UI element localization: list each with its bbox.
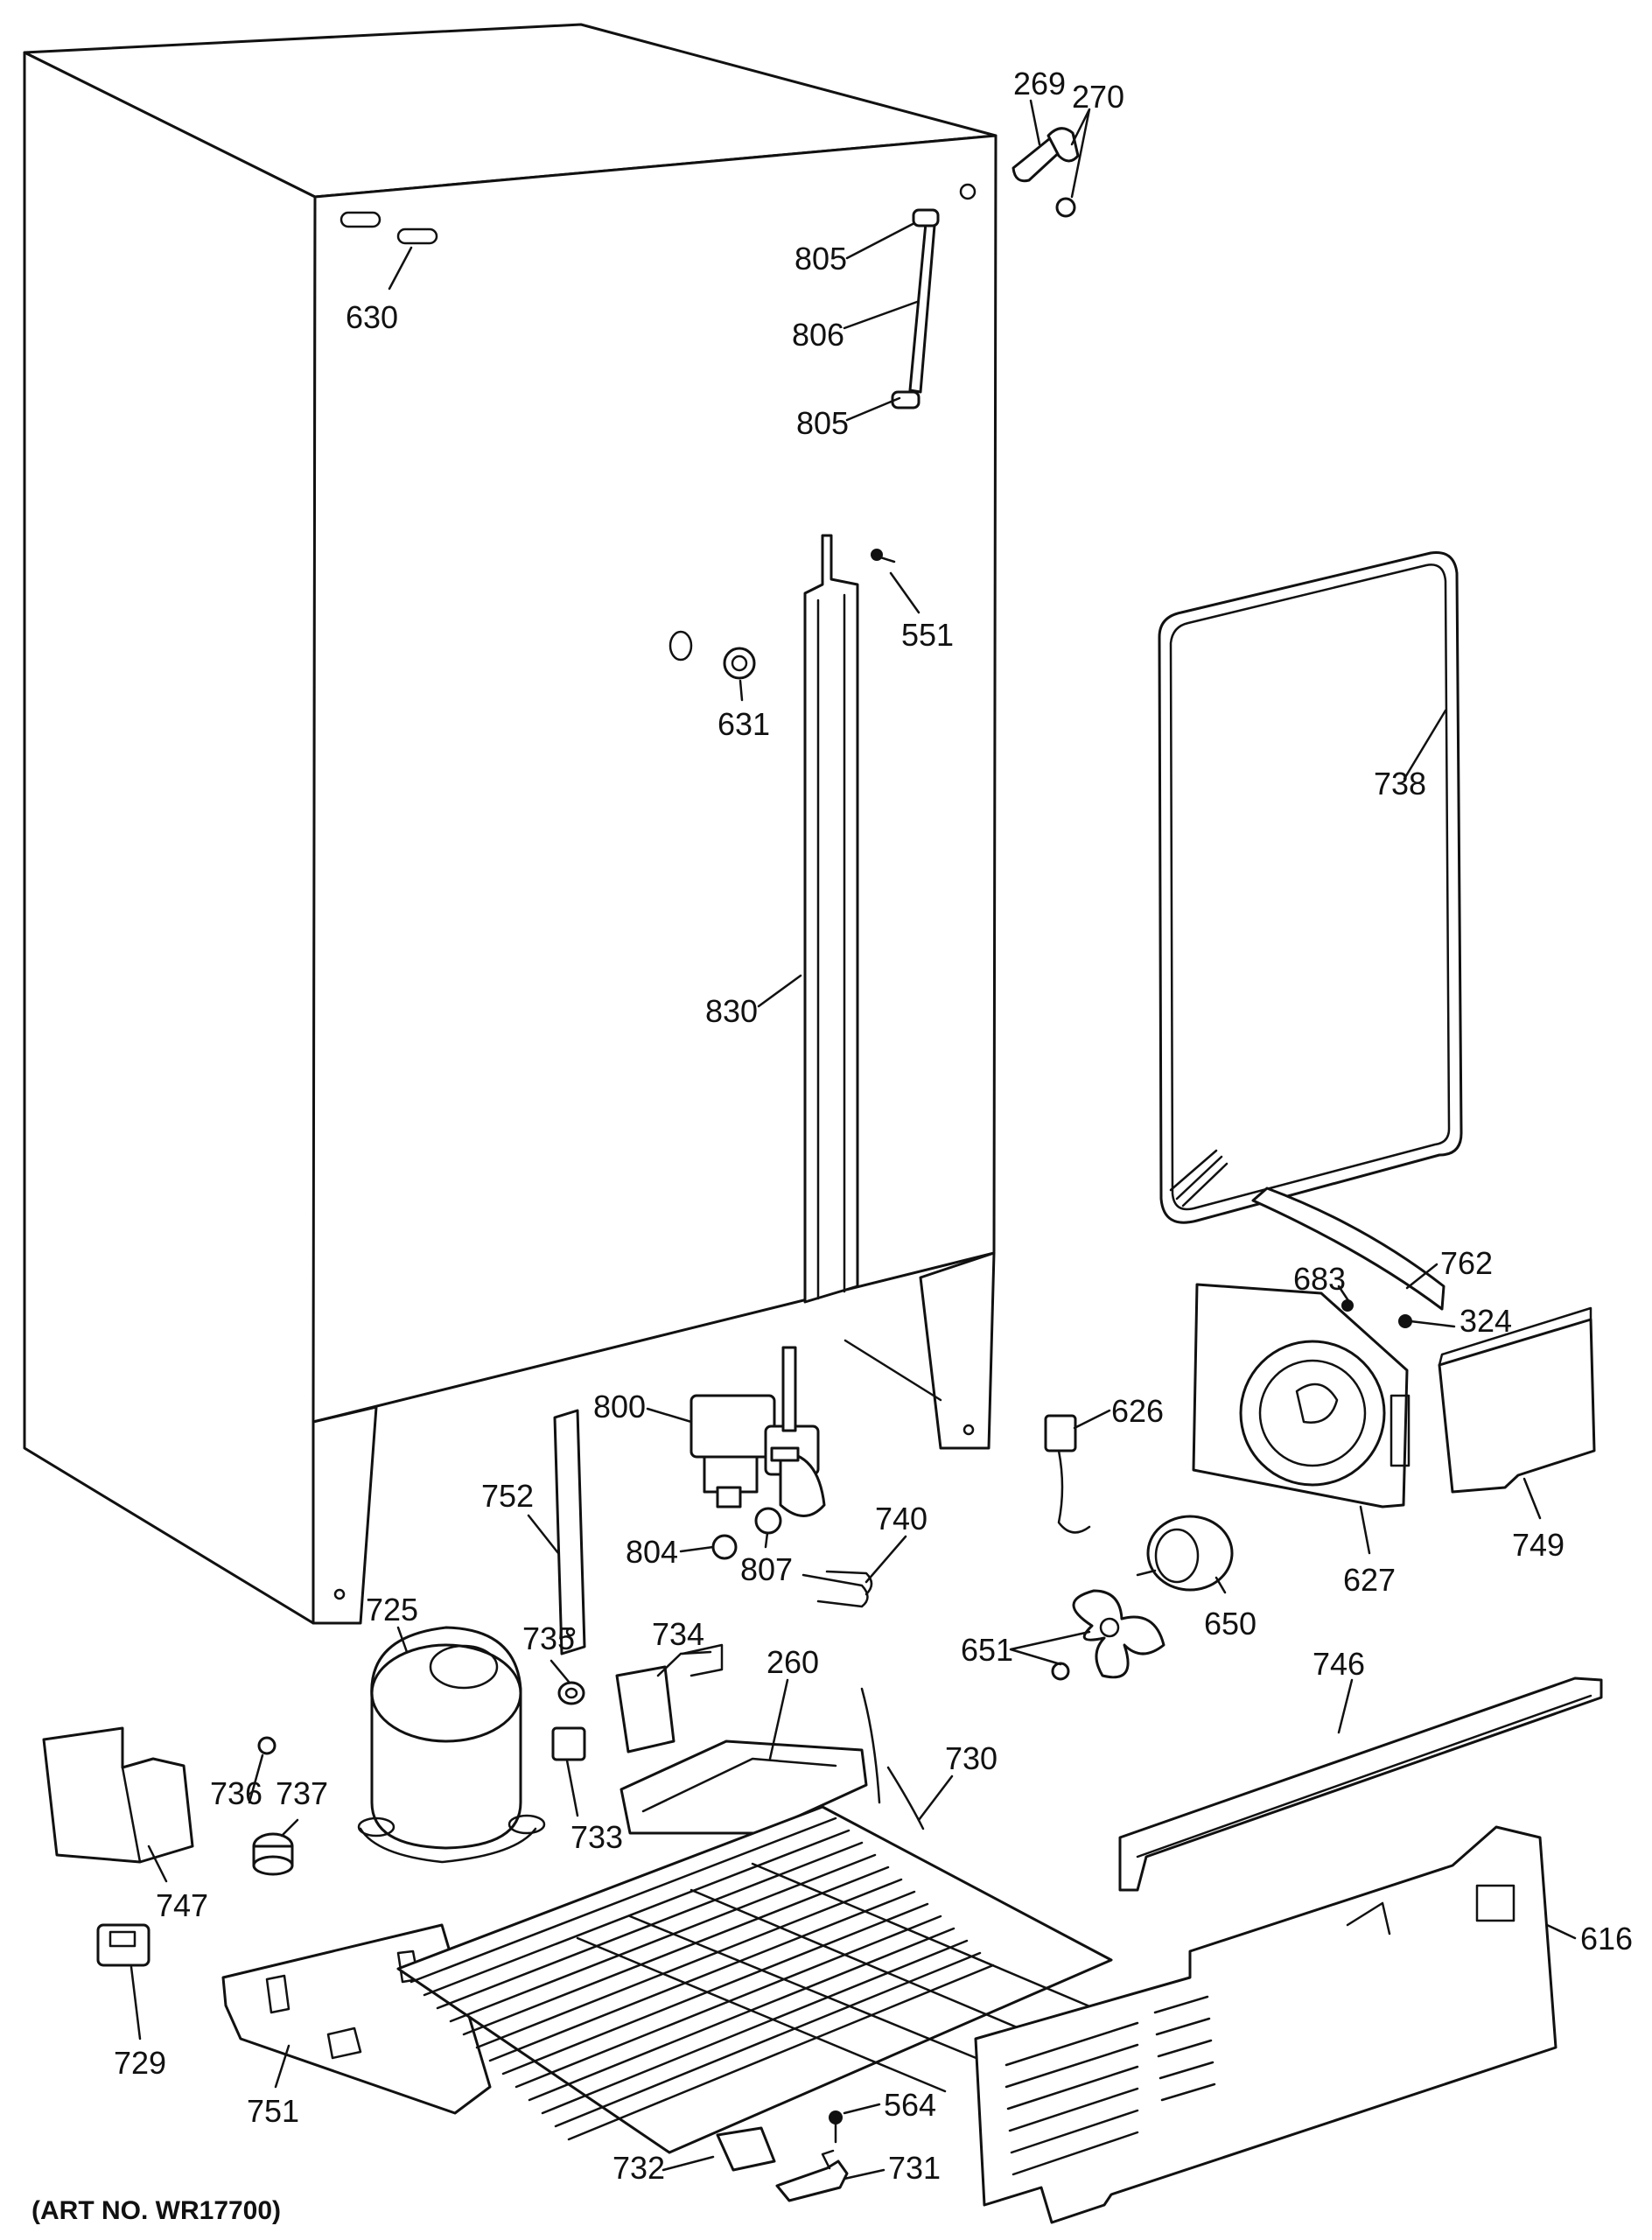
callout-752: 752 [481,1478,534,1514]
callout-683: 683 [1293,1261,1346,1297]
callout-749: 749 [1512,1527,1564,1563]
callout-630: 630 [346,299,398,335]
callout-830: 830 [705,993,758,1029]
callout-270: 270 [1072,79,1124,115]
callout-725: 725 [366,1592,418,1628]
callout-800: 800 [593,1389,646,1424]
grommet-737 [252,1832,294,1876]
tube-and-clamps [891,208,940,410]
callout-564: 564 [884,2087,936,2123]
callout-807: 807 [740,1551,793,1587]
callout-751: 751 [247,2093,299,2129]
power-cord-626 [1044,1414,1091,1534]
rail-746 [1118,1676,1603,1892]
callout-805-top: 805 [794,241,847,276]
cover-747 [42,1726,194,1864]
nut-807 [754,1507,782,1535]
fan-motor-650 [1136,1515,1234,1592]
callout-627: 627 [1343,1562,1396,1598]
hinge-assembly [1012,127,1080,218]
louvered-grille-616 [974,1825,1558,2224]
relay-733 [551,1726,586,1761]
callout-631: 631 [718,706,770,742]
foam-strip-762 [1251,1186,1446,1311]
drain-pan-260 [620,1740,868,1835]
callout-762: 762 [1440,1245,1493,1281]
nut-651 [1051,1662,1070,1681]
compressor-725 [357,1626,546,1864]
grommet-631 [723,647,756,680]
grommet-735 [557,1681,585,1705]
callout-leaders [130,99,1577,2180]
callout-732: 732 [612,2150,665,2186]
callout-805-bottom: 805 [796,405,849,441]
screw-551 [871,549,896,564]
clips-740 [802,1570,873,1608]
callout-324: 324 [1460,1303,1512,1339]
clip-736 [257,1736,276,1755]
callout-746: 746 [1312,1646,1365,1682]
pad-732 [716,2126,776,2172]
callout-551: 551 [901,617,954,653]
callout-650: 650 [1204,1606,1256,1642]
overload-729 [96,1923,150,1967]
fan-shroud-627 [1192,1283,1410,1508]
callout-733: 733 [570,1819,623,1855]
callout-737: 737 [276,1775,328,1811]
callout-804: 804 [626,1534,678,1570]
callout-616: 616 [1580,1921,1633,1956]
callout-735: 735 [522,1620,575,1656]
cover-plate-749 [1438,1306,1596,1494]
vertical-trim-channel [803,534,859,1304]
callout-736: 736 [210,1775,262,1811]
callout-651: 651 [961,1632,1013,1668]
callout-labels: 269 270 630 805 806 805 551 631 738 830 … [114,66,1633,2186]
art-number: (ART NO. WR17700) [32,2196,281,2225]
callout-260: 260 [766,1644,819,1680]
clip-731 [775,2149,849,2202]
screw-683 [1341,1299,1354,1312]
condenser-coil-730 [396,1687,1113,2154]
callout-729: 729 [114,2045,166,2081]
callout-740: 740 [875,1501,928,1536]
relay-cover-734 [615,1643,724,1754]
callout-738: 738 [1374,766,1426,802]
nut-804 [711,1534,738,1560]
callout-806: 806 [792,317,844,353]
callout-269: 269 [1013,66,1066,102]
water-valve-800 [690,1346,826,1517]
bracket-752 [553,1409,586,1656]
callout-747: 747 [156,1887,208,1923]
callout-734: 734 [652,1616,704,1652]
callout-730: 730 [945,1740,998,1776]
fan-blade-651 [1072,1589,1166,1679]
callout-626: 626 [1111,1393,1164,1429]
screw-564 [829,2110,843,2144]
gasket-738 [1158,550,1463,1224]
callout-731: 731 [888,2150,941,2186]
